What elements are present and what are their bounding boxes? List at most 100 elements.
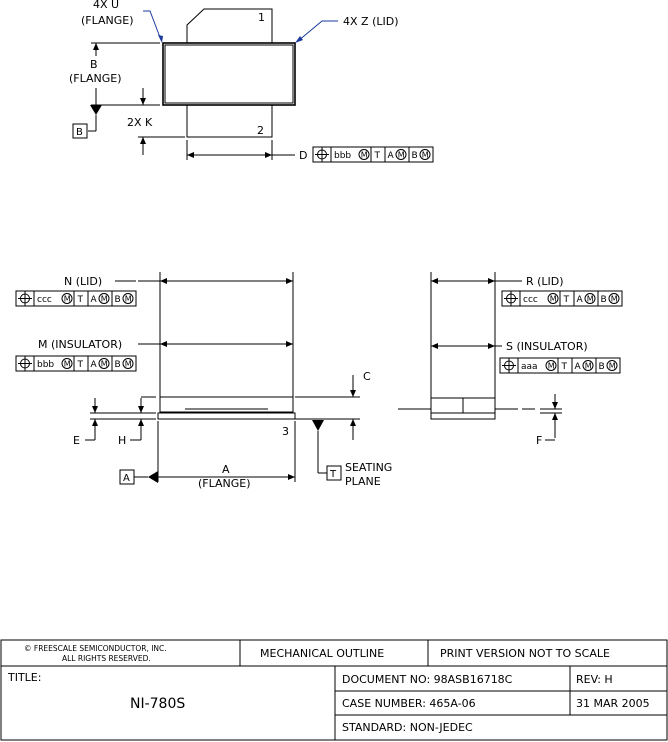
case-number: CASE NUMBER: 465A-06 bbox=[342, 697, 476, 710]
fcf-m-a-modifier-letter: M bbox=[101, 360, 108, 369]
fcf-r-frame bbox=[501, 290, 623, 307]
fcf-m-tol-modifier-letter: M bbox=[64, 360, 71, 369]
fcf-m-datum-b: B bbox=[115, 360, 121, 370]
seating-plane-line-1: SEATING bbox=[345, 461, 392, 474]
datum-t-letter: T bbox=[329, 469, 337, 480]
fcf-s-datum-a: A bbox=[575, 362, 582, 372]
fcf-d-a-modifier-letter: M bbox=[398, 151, 405, 160]
fcf-r-tol-modifier bbox=[547, 293, 559, 304]
k-dim-label: 2X K bbox=[127, 116, 153, 129]
standard: STANDARD: NON-JEDEC bbox=[342, 721, 473, 734]
fcf-r-a-modifier bbox=[584, 293, 596, 304]
lid-body bbox=[159, 396, 294, 413]
fcf-m-b-modifier-letter: M bbox=[125, 360, 132, 369]
fcf-d-b-modifier-letter: M bbox=[422, 151, 429, 160]
fcf-s-b-modifier-letter: M bbox=[609, 362, 616, 371]
b-dim-label: B bbox=[90, 58, 98, 71]
fcf-d-datum-a: A bbox=[388, 151, 395, 161]
lid-z-label: 4X Z (LID) bbox=[343, 15, 399, 28]
fcf-m-frame bbox=[15, 355, 137, 372]
fcf-n-frame bbox=[15, 290, 137, 307]
z-leader bbox=[297, 20, 338, 42]
fcf-d-datum-t: T bbox=[374, 151, 381, 161]
fcf-r-b-modifier bbox=[608, 293, 620, 304]
fcf-m-tolerance: bbb bbox=[37, 360, 54, 370]
fcf-s-frame bbox=[499, 357, 621, 374]
f-dim-label: F bbox=[536, 434, 542, 447]
a-dim-note: (FLANGE) bbox=[198, 477, 251, 490]
fcf-s-datum-b: B bbox=[599, 362, 605, 372]
c-dim-label: C bbox=[363, 370, 371, 383]
mechanical-outline-label: MECHANICAL OUTLINE bbox=[260, 647, 384, 660]
revision-date: 31 MAR 2005 bbox=[576, 697, 650, 710]
b-dim-note: (FLANGE) bbox=[69, 72, 122, 85]
fcf-m-a-modifier bbox=[98, 358, 110, 369]
top-view: 1 2 4X U (FLANGE) 4X Z (LID) B (FLANGE) … bbox=[69, 0, 399, 162]
flange-body bbox=[157, 412, 296, 420]
fcf-s-a-modifier bbox=[582, 360, 594, 371]
datum-a-letter: A bbox=[123, 473, 130, 484]
fcf-r-b-modifier-letter: M bbox=[611, 295, 618, 304]
datum-a-box bbox=[119, 469, 135, 485]
fcf-s-tolerance: aaa bbox=[521, 362, 538, 372]
datum-b-box bbox=[72, 123, 88, 139]
datum-b-triangle bbox=[90, 105, 102, 115]
r-dim-label: R (LID) bbox=[526, 275, 564, 288]
datum-a-triangle bbox=[148, 471, 158, 483]
fcf-s-datum-t: T bbox=[561, 362, 568, 372]
lid-upper-tab bbox=[186, 8, 273, 43]
fcf-d-tol-modifier bbox=[358, 149, 370, 160]
e-dim-label: E bbox=[73, 434, 80, 447]
h-dim-label: H bbox=[118, 434, 126, 447]
datum-b-letter: B bbox=[76, 127, 83, 138]
fcf-d-a-modifier bbox=[395, 149, 407, 160]
fcf-s-tol-modifier bbox=[545, 360, 557, 371]
fcf-m-datum-a: A bbox=[91, 360, 98, 370]
pin-1-label: 1 bbox=[258, 11, 265, 24]
a-dim-label: A bbox=[222, 463, 230, 476]
datum-t-triangle bbox=[312, 420, 324, 431]
fcf-m-b-modifier bbox=[122, 358, 134, 369]
fcf-n-datum-t: T bbox=[77, 295, 84, 305]
title-block: © FREESCALE SEMICONDUCTOR, INC. ALL RIGH… bbox=[0, 639, 668, 741]
fcf-m-datum-t: T bbox=[77, 360, 84, 370]
fcf-d-tol-modifier-letter: M bbox=[361, 151, 368, 160]
flange-outline bbox=[162, 42, 296, 106]
fcf-n-b-modifier-letter: M bbox=[125, 295, 132, 304]
revision: REV: H bbox=[576, 673, 613, 686]
fcf-s-tol-modifier-letter: M bbox=[548, 362, 555, 371]
pin-3-label: 3 bbox=[282, 425, 289, 438]
fcf-r-tol-modifier-letter: M bbox=[550, 295, 557, 304]
u-leader-arrow bbox=[158, 35, 163, 43]
fcf-s-b-modifier bbox=[606, 360, 618, 371]
fcf-d-b-modifier bbox=[419, 149, 431, 160]
fcf-n-tolerance: ccc bbox=[37, 295, 52, 305]
fcf-n-a-modifier bbox=[98, 293, 110, 304]
print-version-label: PRINT VERSION NOT TO SCALE bbox=[440, 647, 610, 660]
fcf-n-b-modifier bbox=[122, 293, 134, 304]
fcf-r-datum-t: T bbox=[563, 295, 570, 305]
pin-2-label: 2 bbox=[257, 124, 264, 137]
n-dim-label: N (LID) bbox=[64, 275, 102, 288]
flange-u-count: 4X U bbox=[93, 0, 119, 11]
front-view: N (LID) M (INSULATOR) 3 C E H bbox=[38, 272, 392, 490]
fcf-d-tolerance: bbb bbox=[334, 151, 351, 161]
fcf-n-datum-b: B bbox=[115, 295, 121, 305]
z-leader-arrow bbox=[295, 36, 303, 43]
side-flange-body bbox=[430, 412, 496, 420]
fcf-r-datum-b: B bbox=[601, 295, 607, 305]
fcf-d-frame bbox=[312, 146, 434, 163]
seating-plane-line-2: PLANE bbox=[345, 475, 381, 488]
lid-lower-tab bbox=[186, 105, 273, 138]
fcf-n-a-modifier-letter: M bbox=[101, 295, 108, 304]
fcf-r-tolerance: ccc bbox=[523, 295, 538, 305]
fcf-m-tol-modifier bbox=[61, 358, 73, 369]
drawing-title: NI-780S bbox=[130, 696, 185, 712]
lid-outline bbox=[164, 44, 294, 104]
